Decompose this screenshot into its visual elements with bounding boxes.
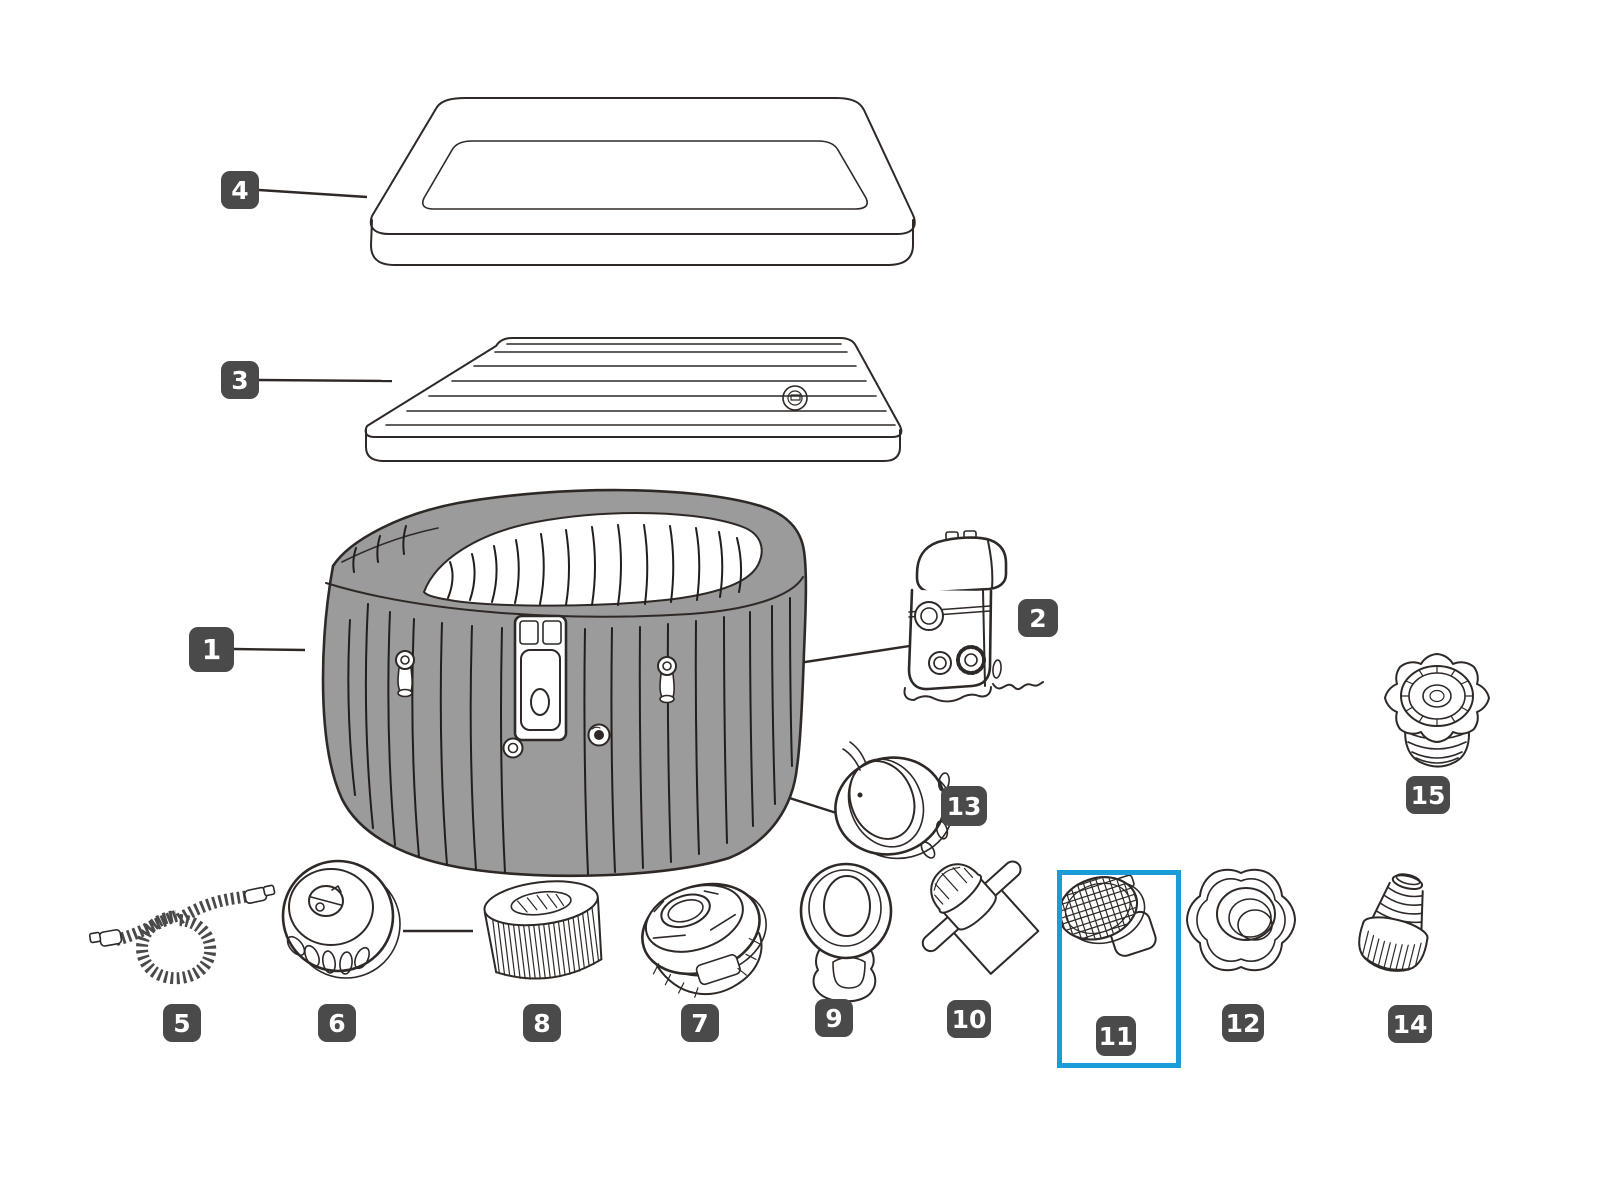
tub-control-panel bbox=[513, 614, 568, 742]
pump-power-cord bbox=[992, 681, 1044, 691]
part-label-7[interactable]: 7 bbox=[681, 1004, 719, 1042]
part-12-lock-nut-drawing[interactable] bbox=[1186, 868, 1296, 972]
part-7-coupler-cap-drawing[interactable] bbox=[631, 868, 784, 1010]
part-label-5[interactable]: 5 bbox=[163, 1004, 201, 1042]
tub-drain-port bbox=[502, 737, 524, 759]
part-3-inflatable-mat-drawing[interactable] bbox=[364, 337, 903, 462]
part-label-12[interactable]: 12 bbox=[1222, 1004, 1264, 1042]
part-label-14[interactable]: 14 bbox=[1388, 1005, 1432, 1043]
part-label-10[interactable]: 10 bbox=[947, 1000, 991, 1038]
part-label-13[interactable]: 13 bbox=[941, 786, 987, 826]
selected-part-highlight-box bbox=[1057, 870, 1181, 1068]
part-15-air-valve-drawing[interactable] bbox=[1384, 653, 1490, 768]
part-2-pump-unit-drawing[interactable] bbox=[903, 530, 1044, 703]
tub-left-fitting bbox=[395, 650, 415, 698]
part-6-filter-cap-drawing[interactable] bbox=[281, 859, 401, 979]
part-14-drain-nozzle-drawing[interactable] bbox=[1353, 867, 1442, 978]
part-label-9[interactable]: 9 bbox=[815, 999, 853, 1037]
part-label-1[interactable]: 1 bbox=[189, 627, 234, 672]
part-8-filter-cartridge-drawing[interactable] bbox=[482, 875, 607, 984]
part-label-3[interactable]: 3 bbox=[221, 361, 259, 399]
part-label-15[interactable]: 15 bbox=[1406, 776, 1450, 814]
part-label-2[interactable]: 2 bbox=[1018, 599, 1058, 637]
part-label-11[interactable]: 11 bbox=[1096, 1016, 1136, 1056]
part-11-strainer-jet-drawing[interactable] bbox=[1051, 866, 1159, 972]
part-1-spa-tub-drawing[interactable] bbox=[321, 488, 808, 878]
part-4-spa-cover-drawing[interactable] bbox=[369, 97, 916, 266]
part-label-6[interactable]: 6 bbox=[318, 1004, 356, 1042]
tub-right-fitting bbox=[657, 656, 677, 704]
part-10-adapter-valve-drawing[interactable] bbox=[893, 829, 1060, 995]
part-9-gasket-seal-drawing[interactable] bbox=[799, 862, 893, 1003]
part-label-8[interactable]: 8 bbox=[523, 1004, 561, 1042]
part-13-coupling-valve-drawing[interactable] bbox=[825, 741, 962, 869]
part-label-4[interactable]: 4 bbox=[221, 171, 259, 209]
part-5-hose-drawing[interactable] bbox=[88, 884, 276, 985]
